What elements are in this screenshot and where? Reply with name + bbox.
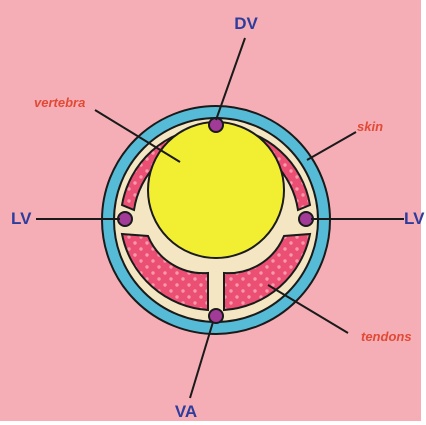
- vertebra-label: vertebra: [34, 95, 85, 110]
- skin-label: skin: [357, 119, 383, 134]
- ventral-vessel-node: [209, 309, 223, 323]
- ventral-vessel-label: VA: [175, 402, 197, 421]
- vertebra-disc: [148, 122, 284, 258]
- dorsal-vessel-node: [209, 118, 223, 132]
- right-lateral-vessel-label: LV: [404, 209, 425, 228]
- right-lateral-vessel-node: [299, 212, 313, 226]
- left-lateral-vessel-label: LV: [11, 209, 32, 228]
- dorsal-vessel-label: DV: [234, 14, 258, 33]
- tendons-label: tendons: [361, 329, 412, 344]
- left-lateral-vessel-node: [118, 212, 132, 226]
